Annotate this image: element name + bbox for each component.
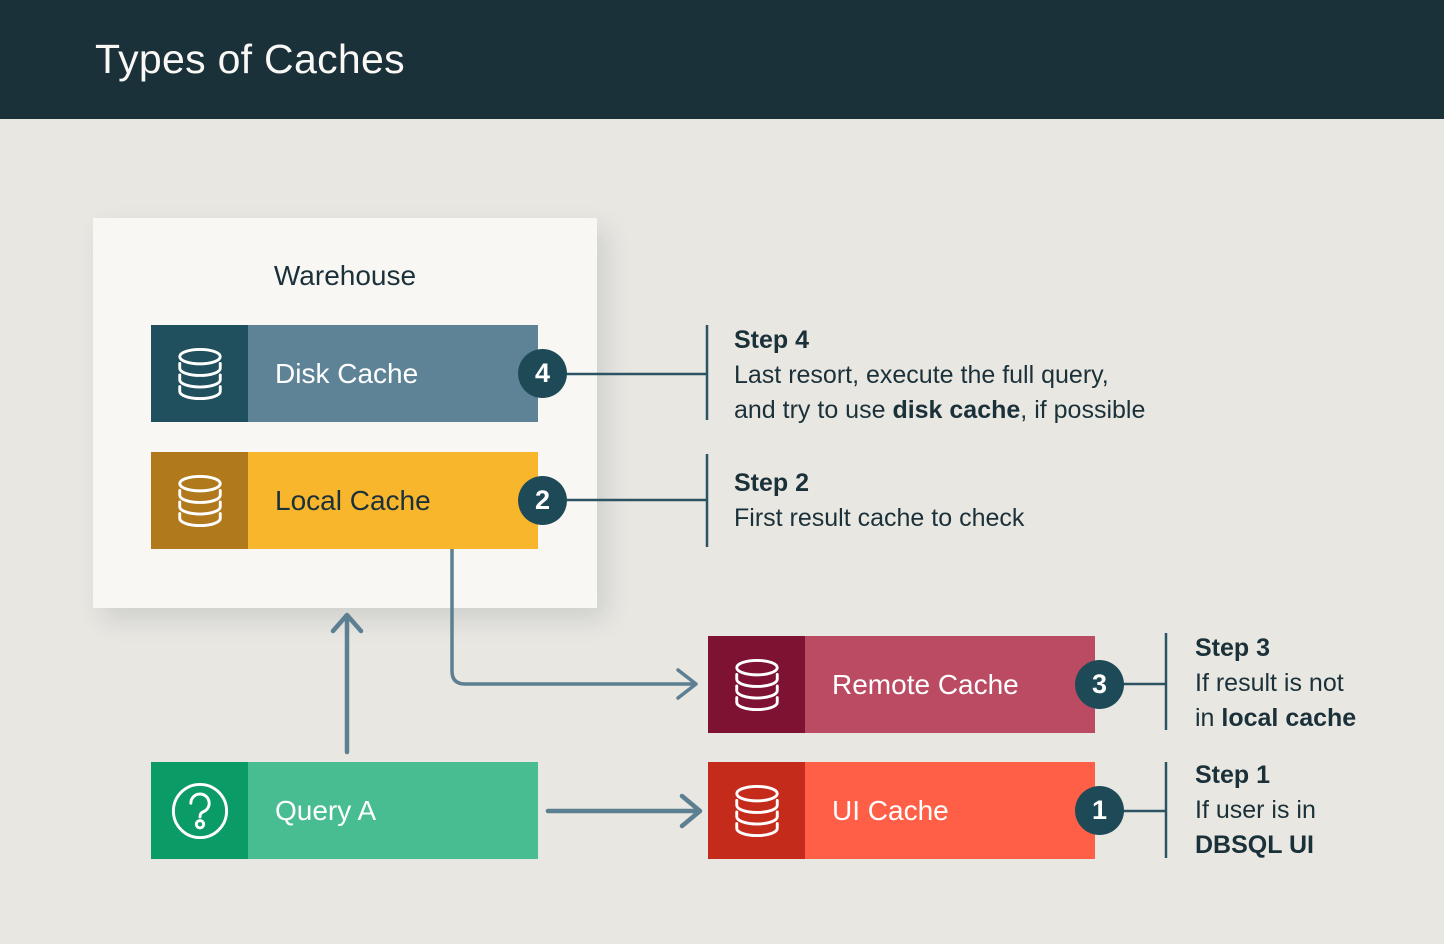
step-1-annotation: Step 1 If user is in DBSQL UI (1195, 758, 1316, 863)
step-4-annotation: Step 4 Last resort, execute the full que… (734, 323, 1145, 428)
step-4-title: Step 4 (734, 326, 810, 354)
node-ui-cache: UI Cache 1 (708, 762, 1124, 859)
step-1-line1: If user is in (1195, 796, 1316, 824)
query-a-icon-panel (151, 762, 248, 859)
step-3-title: Step 3 (1195, 634, 1271, 662)
question-circle-icon (171, 782, 228, 839)
database-icon (734, 658, 779, 711)
node-disk-cache: Disk Cache 4 (151, 325, 567, 422)
step-1-title: Step 1 (1195, 761, 1271, 789)
arrow-query-to-warehouse (330, 612, 364, 755)
query-a-label: Query A (248, 762, 538, 859)
remote-cache-icon-panel (708, 636, 805, 733)
ui-cache-label: UI Cache (805, 762, 1095, 859)
local-cache-step-badge: 2 (518, 476, 567, 525)
local-cache-icon-panel (151, 452, 248, 549)
database-icon (177, 474, 222, 527)
remote-cache-step-badge: 3 (1075, 660, 1124, 709)
header-bar: Types of Caches (0, 0, 1444, 119)
node-remote-cache: Remote Cache 3 (708, 636, 1124, 733)
step-2-title: Step 2 (734, 469, 810, 497)
step-1-line2: DBSQL UI (1195, 831, 1314, 859)
disk-cache-label: Disk Cache (248, 325, 538, 422)
step-3-annotation: Step 3 If result is not in local cache (1195, 631, 1356, 736)
step-4-line2: and try to use disk cache, if possible (734, 396, 1146, 424)
page-title: Types of Caches (95, 36, 405, 82)
step-3-line1: If result is not (1195, 669, 1344, 697)
ui-cache-step-badge: 1 (1075, 786, 1124, 835)
database-icon (177, 347, 222, 400)
node-local-cache: Local Cache 2 (151, 452, 567, 549)
ui-cache-icon-panel (708, 762, 805, 859)
warehouse-label: Warehouse (273, 260, 417, 291)
step-2-annotation: Step 2 First result cache to check (734, 466, 1024, 536)
step-4-line1: Last resort, execute the full query, (734, 361, 1109, 389)
arrow-query-to-ui-cache (545, 793, 703, 829)
node-query-a: Query A (151, 762, 538, 859)
database-icon (734, 784, 779, 837)
disk-cache-icon-panel (151, 325, 248, 422)
step-3-line2: in local cache (1195, 704, 1357, 732)
disk-cache-step-badge: 4 (518, 349, 567, 398)
step-2-line1: First result cache to check (734, 504, 1025, 532)
local-cache-label: Local Cache (248, 452, 538, 549)
remote-cache-label: Remote Cache (805, 636, 1095, 733)
